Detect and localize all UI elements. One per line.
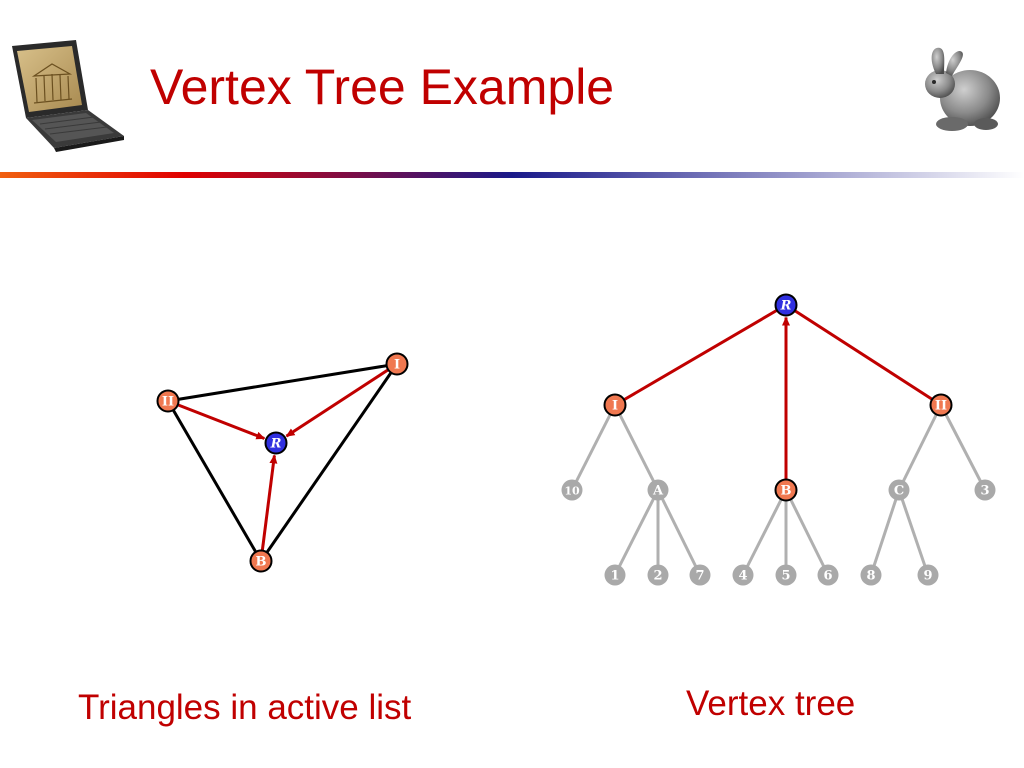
mesh-node-label: R <box>270 437 282 452</box>
tree-edge-b-4 <box>741 489 788 576</box>
mesh-arrow-i-to-r <box>285 362 398 438</box>
tree-node-1: 1 <box>604 564 626 586</box>
tree-node-b: B <box>774 478 798 502</box>
tree-edge-b-6 <box>784 489 830 576</box>
tree-node-6: 6 <box>817 564 839 586</box>
tree-node-ii: II <box>929 393 953 417</box>
tree-edge-a-1 <box>613 489 660 576</box>
tree-node-5: 5 <box>775 564 797 586</box>
mesh-node-r: R <box>264 431 288 455</box>
tree-node-i: I <box>603 393 627 417</box>
tree-edge-i-10 <box>570 404 617 491</box>
tree-node-label: 5 <box>781 569 790 584</box>
tree-edge-i-a <box>613 404 660 491</box>
mesh-edge-ii-i <box>167 362 398 403</box>
mesh-edge-i-b <box>259 363 399 562</box>
tree-node-label: A <box>652 484 664 499</box>
caption-vertex-tree: Vertex tree <box>686 684 856 723</box>
mesh-node-label: II <box>162 395 174 410</box>
tree-edge-r-i <box>614 303 787 407</box>
mesh-arrow-b-to-r <box>259 454 278 562</box>
mesh-node-ii: II <box>156 389 180 413</box>
tree-node-label: 3 <box>980 484 989 499</box>
tree-node-r: R <box>774 293 798 317</box>
tree-node-label: 2 <box>653 569 662 584</box>
tree-node-3: 3 <box>974 479 996 501</box>
bunny-icon <box>925 47 1000 131</box>
tree-node-label: II <box>935 399 947 414</box>
tree-node-label: 9 <box>923 569 932 584</box>
tree-node-label: 1 <box>610 569 619 584</box>
mesh-node-label: B <box>256 555 267 570</box>
tree-node-label: 6 <box>823 569 832 584</box>
tree-node-8: 8 <box>860 564 882 586</box>
tree-node-9: 9 <box>917 564 939 586</box>
tree-node-label: 4 <box>738 569 747 584</box>
tree-edge-c-8 <box>869 489 901 576</box>
tree-node-label: R <box>780 299 792 314</box>
mesh-node-label: I <box>394 358 400 373</box>
laptop-icon <box>12 40 124 152</box>
tree-node-label: I <box>612 399 618 414</box>
tree-node-label: C <box>894 484 904 499</box>
tree-node-4: 4 <box>732 564 754 586</box>
tree-node-label: 10 <box>564 485 580 498</box>
tree-edge-r-ii <box>785 303 942 407</box>
mesh-node-b: B <box>249 549 273 573</box>
caption-triangles: Triangles in active list <box>78 688 412 727</box>
tree-edge-c-9 <box>897 489 930 576</box>
tree-node-7: 7 <box>689 564 711 586</box>
title-divider <box>0 172 1024 178</box>
tree-node-c: C <box>888 479 910 501</box>
tree-edge-ii-3 <box>939 404 987 491</box>
tree-edge-a-7 <box>656 489 702 576</box>
tree-node-10: 10 <box>561 479 583 501</box>
tree-node-a: A <box>647 479 669 501</box>
mesh-arrow-ii-to-r <box>167 399 266 440</box>
slide-title: Vertex Tree Example <box>150 59 615 115</box>
tree-node-label: 7 <box>695 569 704 584</box>
tree-node-label: 8 <box>866 569 875 584</box>
tree-node-label: B <box>781 484 792 499</box>
mesh-node-i: I <box>385 352 409 376</box>
tree-edge-ii-c <box>897 404 943 491</box>
mesh-edge-ii-b <box>166 400 263 562</box>
tree-node-2: 2 <box>647 564 669 586</box>
